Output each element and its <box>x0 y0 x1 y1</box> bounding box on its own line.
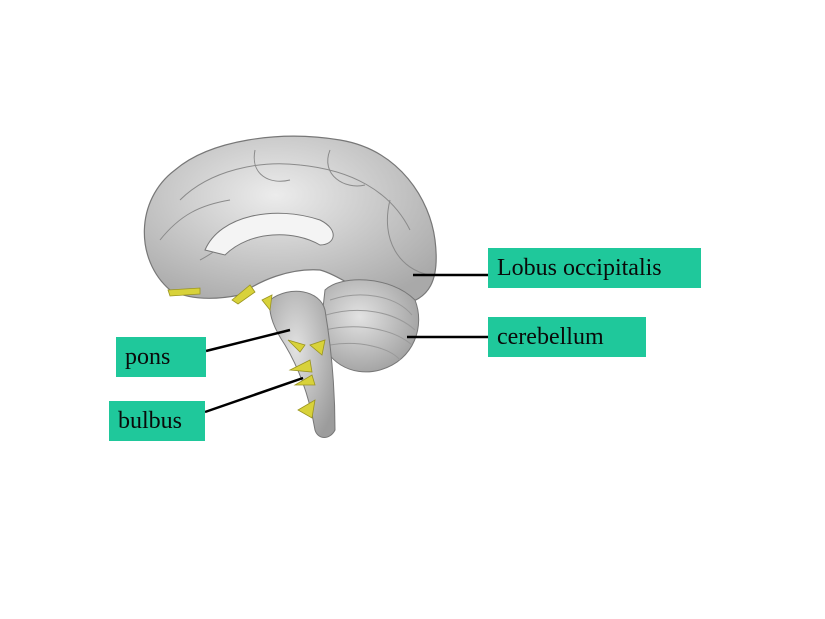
cerebellum-shape <box>319 279 420 373</box>
corpus-callosum <box>204 212 334 256</box>
pointer-lines <box>204 273 488 414</box>
cranial-nerves <box>167 284 326 419</box>
label-cerebellum: cerebellum <box>488 317 646 357</box>
label-bulbus: bulbus <box>109 401 205 441</box>
label-lobus-occipitalis: Lobus occipitalis <box>488 248 701 288</box>
label-pons: pons <box>116 337 206 377</box>
cerebellum-folia <box>324 294 416 361</box>
